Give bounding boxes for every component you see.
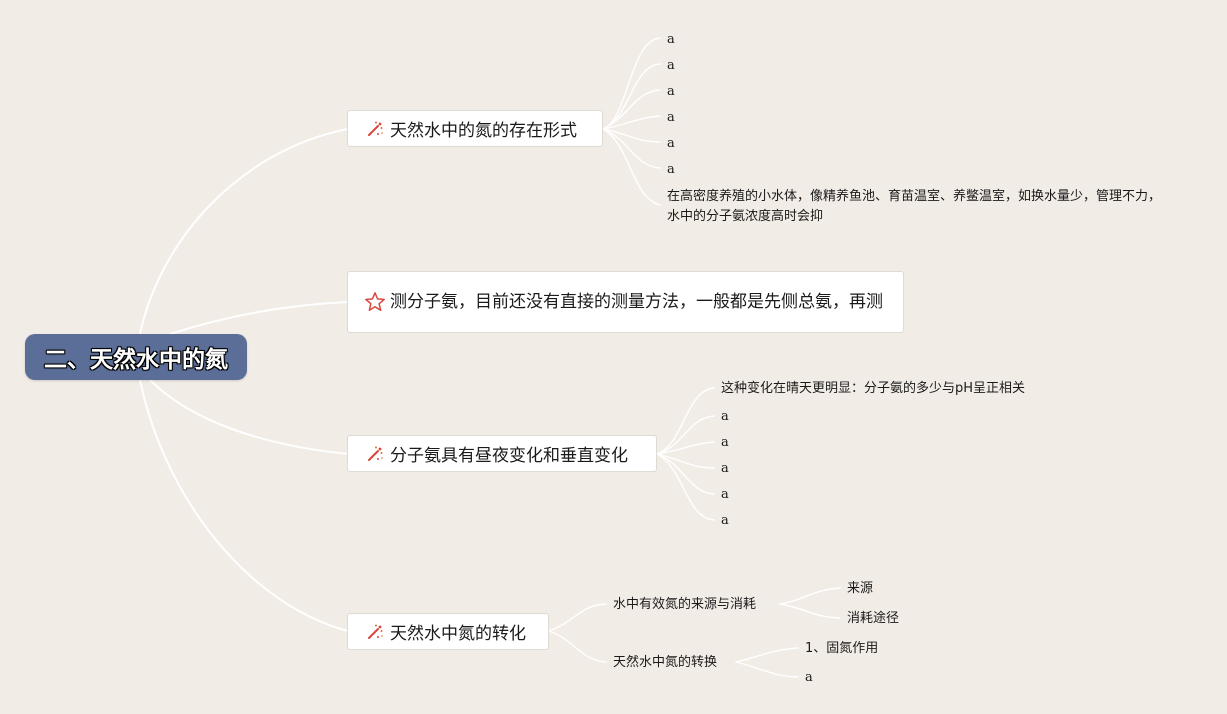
leaf-item[interactable]: a — [805, 670, 813, 685]
connector-root-branch-1 — [139, 128, 349, 335]
connector-root-branch-3 — [149, 379, 349, 455]
connector-root-branch-4 — [139, 379, 349, 632]
connector-b1-leaf-5 — [602, 128, 661, 143]
connector-b1-leaf-6 — [602, 128, 661, 169]
connector-c2-leaf-2 — [735, 661, 799, 678]
connector-c1-leaf-2 — [779, 603, 841, 619]
magic-wand-icon — [364, 621, 386, 643]
branch-topic-existence-forms[interactable]: 天然水中的氮的存在形式 — [347, 110, 603, 147]
connector-b4-child-1 — [548, 603, 607, 632]
subtopic-effective-nitrogen-source-consumption[interactable]: 水中有效氮的来源与消耗 — [613, 597, 757, 612]
leaf-item-source[interactable]: 来源 — [847, 581, 874, 596]
connector-c1-leaf-1 — [779, 587, 841, 605]
connector-b1-leaf-7 — [602, 128, 661, 206]
connector-b3-leaf-2 — [656, 415, 715, 455]
leaf-item[interactable]: a — [721, 409, 729, 424]
branch-topic-measure-molecular-ammonia[interactable]: 测分子氨，目前还没有直接的测量方法，一般都是先侧总氨，再测 — [347, 271, 904, 333]
magic-wand-icon — [364, 118, 386, 140]
connector-b4-child-2 — [548, 630, 607, 663]
root-topic[interactable]: 二、天然水中的氮 — [25, 334, 247, 380]
leaf-item[interactable]: a — [667, 32, 675, 47]
branch-topic-nitrogen-transformation[interactable]: 天然水中氮的转化 — [347, 613, 549, 650]
connector-b3-leaf-5 — [656, 453, 715, 495]
leaf-item[interactable]: a — [667, 58, 675, 73]
star-icon — [364, 291, 386, 313]
leaf-item[interactable]: a — [721, 461, 729, 476]
branch-topic-diurnal-vertical-change[interactable]: 分子氨具有昼夜变化和垂直变化 — [347, 435, 657, 472]
leaf-item[interactable]: a — [721, 487, 729, 502]
leaf-item[interactable]: a — [721, 513, 729, 528]
branch-label: 天然水中的氮的存在形式 — [390, 121, 577, 141]
connector-b3-leaf-1 — [656, 387, 715, 455]
leaf-item[interactable]: a — [721, 435, 729, 450]
connector-b1-leaf-4 — [602, 115, 661, 130]
magic-wand-icon — [364, 443, 386, 465]
leaf-item-consumption-path[interactable]: 消耗途径 — [847, 611, 900, 626]
leaf-item-aquaculture-note[interactable]: 在高密度养殖的小水体，像精养鱼池、育苗温室、养鳖温室，如换水量少，管理不力，水中… — [667, 189, 1162, 224]
branch-label: 测分子氨，目前还没有直接的测量方法，一般都是先侧总氨，再测 — [390, 292, 883, 312]
connector-b3-leaf-4 — [656, 453, 715, 469]
leaf-item[interactable]: a — [667, 84, 675, 99]
connector-b1-leaf-3 — [602, 89, 661, 130]
connector-b3-leaf-6 — [656, 453, 715, 521]
leaf-item[interactable]: a — [667, 110, 675, 125]
leaf-item-nitrogen-fixation[interactable]: 1、固氮作用 — [805, 641, 879, 656]
subtopic-nitrogen-conversion[interactable]: 天然水中氮的转换 — [613, 655, 718, 670]
connector-c2-leaf-1 — [735, 647, 799, 663]
connector-root-branch-2 — [169, 301, 349, 335]
connector-b1-leaf-1 — [602, 37, 661, 130]
connector-b3-leaf-3 — [656, 441, 715, 455]
branch-label: 天然水中氮的转化 — [390, 624, 526, 644]
branch-label: 分子氨具有昼夜变化和垂直变化 — [390, 446, 628, 466]
leaf-item[interactable]: a — [667, 162, 675, 177]
leaf-item[interactable]: a — [667, 136, 675, 151]
leaf-item-sunny-day-note[interactable]: 这种变化在晴天更明显：分子氨的多少与pH呈正相关 — [721, 381, 1026, 396]
